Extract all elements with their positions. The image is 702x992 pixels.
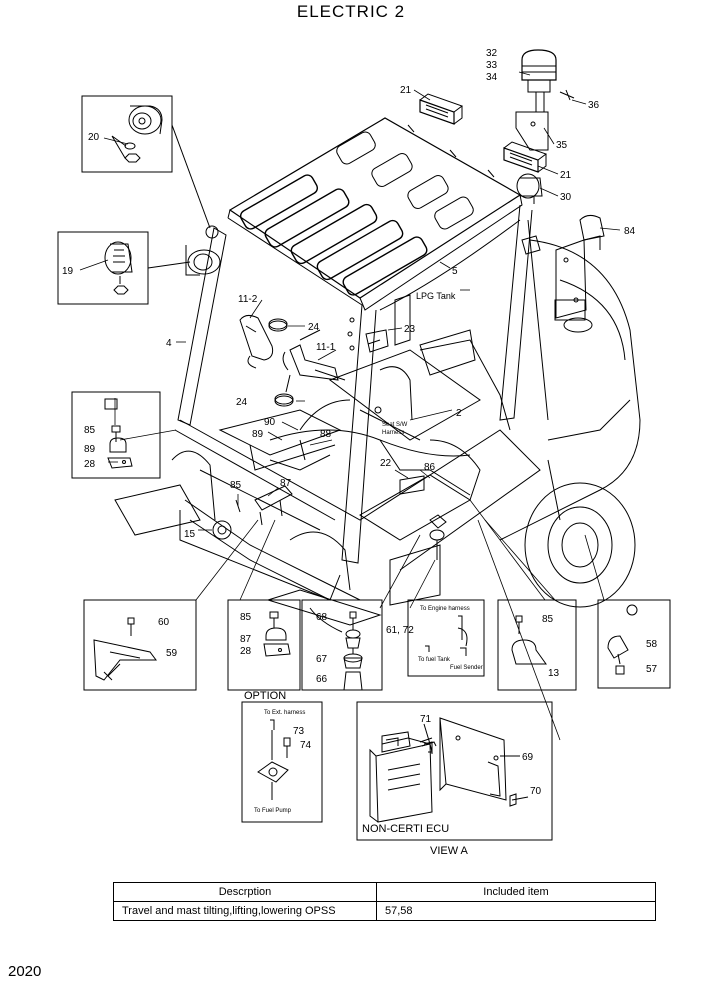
callout-box2-60: 60 [158,617,170,628]
detail-box-68-67-66 [301,599,383,691]
callout-90: 90 [264,417,276,428]
callout-85: 85 [230,480,242,491]
view-a-ecu [356,701,553,841]
wire-harness [269,399,471,560]
callout-36: 36 [588,100,600,111]
callout-86: 86 [424,462,436,473]
option-box-fuel-pump [241,701,323,823]
callout-box4-66: 66 [316,674,328,685]
callout-box3-87: 87 [240,634,252,645]
callout-4: 4 [166,338,172,349]
lpg-switch-23 [347,317,389,353]
note-to-fuel-tank: To fuel Tank [418,657,451,663]
table-cell-included: 57,58 [376,901,656,921]
callout-box1-89: 89 [84,444,96,455]
option-label: OPTION [244,690,286,702]
grommet-24-top [268,318,288,332]
grommet-24-bottom [274,393,294,407]
callout-box4-68: 68 [316,612,328,623]
callout-23: 23 [404,324,416,335]
callout-labels: 32 33 34 36 35 21 21 30 84 20 19 5 4 11-… [62,48,658,857]
callout-21-top: 21 [400,85,412,96]
beacon-assembly [515,49,575,151]
detail-box-85-89-28 [71,391,161,479]
callout-opt-74: 74 [300,740,312,751]
detail-box-60-59 [83,599,197,691]
horn-20 [111,105,211,229]
detail-box-58-57 [597,599,671,689]
callout-box5-85: 85 [542,614,554,625]
callout-11-2: 11-2 [238,294,258,305]
callout-box2-59: 59 [166,648,178,659]
callout-box1-85: 85 [84,425,96,436]
callout-box3-28: 28 [240,646,252,657]
table-cell-description: Travel and mast tilting,lifting,lowering… [113,901,377,921]
rear-lamp-30 [516,173,543,204]
callout-box1-28: 28 [84,459,96,470]
callout-32: 32 [486,48,498,59]
callout-view-71: 71 [420,714,432,725]
view-a-label: VIEW A [430,845,469,857]
callout-34: 34 [486,72,498,83]
callout-box4-61-72: 61, 72 [386,625,414,636]
forklift-body [114,117,641,626]
page-number: 2020 [8,963,42,980]
callout-22: 22 [380,458,392,469]
callout-24-top: 24 [308,322,320,333]
detail-box-85-87-28 [227,599,301,691]
ecu-label: NON-CERTI ECU [362,823,449,835]
combination-switch-11-2 [239,314,274,369]
table-header-description: Descrption [113,882,377,902]
callout-box5-13: 13 [548,668,560,679]
work-lamp-21-top [419,93,464,125]
accelerator-pedal [212,485,293,540]
callout-box6-57: 57 [646,664,658,675]
lamp-19 [104,241,191,295]
table-header-row: Descrption Included item [113,882,656,902]
callout-21-mid: 21 [560,170,572,181]
callout-2: 2 [456,408,462,419]
callout-19: 19 [62,266,74,277]
detail-box-20 [81,95,173,173]
detail-box-fuel-sender [407,599,485,677]
callout-box6-58: 58 [646,639,658,650]
callout-view-69: 69 [522,752,534,763]
included-items-table: Descrption Included item Travel and mast… [113,882,656,921]
callout-35: 35 [556,140,568,151]
note-lpg-tank: LPG Tank [416,291,456,301]
note-harness: Harness [382,430,404,436]
note-fuel-sender: Fuel Sender [450,665,483,671]
page-title: ELECTRIC 2 [296,2,406,21]
callout-87: 87 [280,478,292,489]
callout-30: 30 [560,192,572,203]
note-seat-sw: Seat S/W [382,422,408,428]
callout-84: 84 [624,226,636,237]
work-lamp-21-mid [503,141,548,173]
combination-switch-11-1 [282,344,339,393]
callout-15: 15 [184,529,196,540]
note-to-fuel-pump: To Fuel Pump [254,808,292,814]
callout-view-70: 70 [530,786,542,797]
callout-89: 89 [252,429,264,440]
callout-11-1: 11-1 [316,342,336,353]
callout-24-bottom: 24 [236,397,248,408]
callout-opt-73: 73 [293,726,305,737]
callout-20: 20 [88,132,100,143]
callout-5: 5 [452,266,458,277]
rear-combination-lamp-84 [555,214,605,319]
callout-33: 33 [486,60,498,71]
callout-box3-85: 85 [240,612,252,623]
detail-box-85-13 [497,599,577,691]
note-to-ext-harness: To Ext. harness [264,710,305,716]
note-to-engine-harness: To Engine harness [420,606,470,612]
table-header-included: Included item [376,882,656,902]
callout-88: 88 [320,429,332,440]
callout-box4-67: 67 [316,654,328,665]
table-row: Travel and mast tilting,lifting,lowering… [113,901,656,921]
